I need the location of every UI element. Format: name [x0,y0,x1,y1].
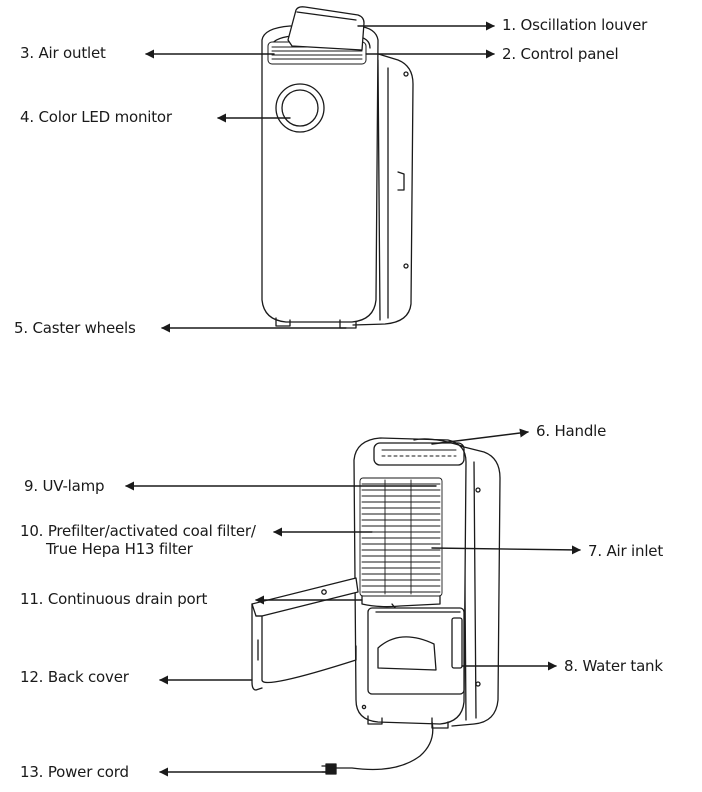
label-filter-line1: 10. Prefilter/activated coal filter/ [20,522,256,540]
label-control-panel: 2. Control panel [502,45,619,63]
label-oscillation-louver: 1. Oscillation louver [502,16,648,34]
front-feet [275,317,291,327]
air-inlet-grille [359,477,443,597]
handle-slot [413,438,463,447]
back-feet [367,715,383,725]
label-filter-line2: True Hepa H13 filter [46,540,193,558]
leader-lines [125,21,581,777]
front-side-panel [352,51,414,326]
front-body [261,25,379,323]
label-back-cover: 12. Back cover [20,668,129,686]
label-drain-port: 11. Continuous drain port [20,590,208,608]
label-air-inlet: 7. Air inlet [588,542,663,560]
label-uv-lamp: 9. UV-lamp [24,477,105,495]
front-view-unit [261,6,414,329]
label-water-tank: 8. Water tank [564,657,663,675]
label-power-cord: 13. Power cord [20,763,129,781]
water-tank [367,607,465,695]
back-control-panel [373,442,465,466]
label-handle: 6. Handle [536,422,607,440]
label-caster-wheels: 5. Caster wheels [14,319,136,337]
back-cover-panel [251,577,359,691]
led-monitor-ring [275,83,325,133]
oscillation-louver [287,6,365,51]
label-filter: 10. Prefilter/activated coal filter/ Tru… [20,522,256,558]
power-cord [335,721,434,771]
power-plug [325,763,337,775]
drain-port-recess [361,595,441,608]
back-side-panel [451,445,501,727]
label-color-led-monitor: 4. Color LED monitor [20,108,172,126]
label-air-outlet: 3. Air outlet [20,44,106,62]
back-view-unit [353,437,501,729]
